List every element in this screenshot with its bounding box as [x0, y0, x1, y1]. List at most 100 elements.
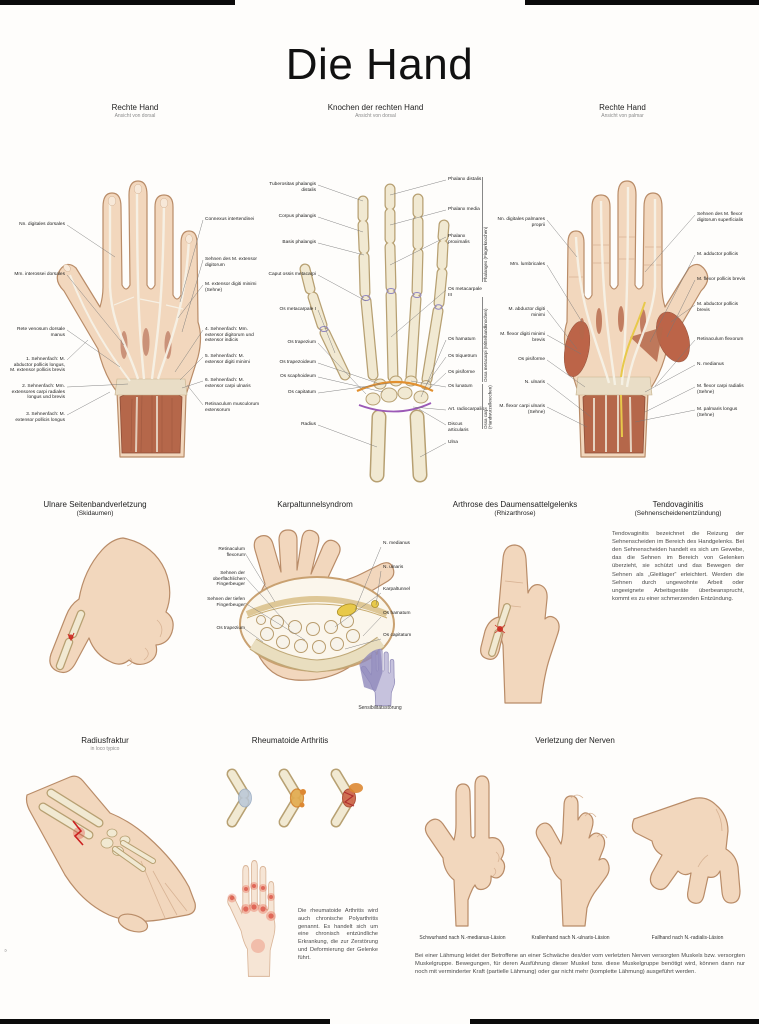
panel-palmar: Rechte Hand Ansicht von palmar: [495, 100, 750, 480]
tendovaginitis-subtitle: (Sehnenscheidenentzündung): [634, 510, 722, 518]
palmar-hand: [563, 180, 709, 458]
anatomy-label: 1. Sehnenfach: M. abductor pollicis long…: [10, 357, 65, 374]
panel-bones-subtitle: Ansicht von dorsal: [355, 113, 396, 120]
anatomy-label: Rete venosum dorsale manus: [17, 327, 65, 338]
rheumatoid-hand-illustration: [227, 859, 276, 977]
skier-thumb-illustration: [49, 537, 174, 674]
rheuma-title-text: Rheumatoide Arthritis: [251, 736, 329, 745]
anatomy-label: Os triquetrum: [448, 354, 478, 359]
bracket-phalanges: Phalanges (Fingerknochen): [483, 226, 488, 282]
anatomy-label: Os capitatum: [287, 390, 316, 395]
rhizarthrosis-illustration: [480, 544, 560, 704]
panel-bones: Knochen der rechten Hand Ansicht von dor…: [258, 100, 493, 480]
flexor-tendon-circles: [256, 614, 360, 654]
carpal-tunnel-illustration: [239, 529, 396, 706]
carpal-bones-arc: [250, 637, 385, 672]
leader-lines: [317, 179, 447, 458]
fallhand-caption: Fallhand nach N.-radialis-Läsion: [651, 935, 724, 941]
schwurhand-illustration: [424, 775, 506, 927]
radiusfraktur-subtitle: in loco typico: [90, 746, 120, 753]
forearm-muscles: [582, 387, 646, 454]
karpaltunnel-title-text: Karpaltunnelsyndrom: [277, 500, 353, 509]
bracket-line: [482, 177, 483, 282]
hand-skeleton: [305, 189, 444, 475]
sensory-hand: [359, 648, 396, 706]
anatomy-label: 2. Sehnenfach: Mm. extensores carpi radi…: [11, 384, 65, 401]
anatomy-label: Sehnen des M. extensor digitorum: [205, 257, 257, 268]
bottom-edge-right: [470, 1019, 759, 1024]
leader-lines: [546, 214, 696, 428]
anatomy-label: Retinaculum flexorum: [218, 547, 245, 558]
anatomy-label: Sehnen des M. flexor digitorum superfici…: [697, 212, 744, 223]
krallenhand-caption: Krallenhand nach N.-ulnaris-Läsion: [531, 935, 610, 941]
panel-palmar-subtitle: Ansicht von palmar: [601, 113, 644, 120]
anatomy-label: Os hamatum: [383, 611, 411, 616]
skidaumen-title-text: Ulnare Seitenbandverletzung: [43, 500, 147, 509]
anatomy-label: Os metacarpale III: [448, 287, 482, 298]
anatomy-label: Os trapezium: [216, 626, 245, 631]
leader-lines: [244, 546, 382, 650]
anatomy-label: Os trapezoideum: [279, 360, 316, 365]
anatomy-label: N. ulnaris: [524, 380, 545, 385]
forearm-muscles: [119, 387, 183, 454]
anatomy-label: Connexus intertendinei: [205, 217, 255, 222]
section-rhizarthrose-title: Arthrose des Daumensattelgelenks (Rhizar…: [440, 500, 590, 519]
radiusfraktur-title-text: Radiusfraktur: [81, 736, 129, 745]
rhizarthrose-title-text: Arthrose des Daumensattelgelenks: [452, 500, 578, 509]
lumbrical-muscles: [579, 306, 646, 340]
panel-dorsal-title-text: Rechte Hand: [111, 103, 159, 112]
anatomy-label: Mm. lumbricales: [510, 262, 545, 267]
anatomy-label: Art. radiocarpalis: [448, 407, 484, 412]
karpaltunnel-figure: Retinaculum flexorum Sehnen der oberfläc…: [205, 522, 420, 717]
flexor-retinaculum: [575, 376, 653, 396]
dorsal-hand: [56, 180, 202, 458]
anatomy-label: Os hamatum: [448, 337, 476, 342]
anatomy-label: Os pisiforme: [448, 370, 475, 375]
anatomy-label: Corpus phalangis: [278, 214, 316, 219]
anatomy-label: 6. Sehnenfach: M. extensor carpi ulnaris: [205, 378, 251, 389]
panel-palmar-title: Rechte Hand Ansicht von palmar: [495, 103, 750, 120]
anatomy-label: Discus articularis: [448, 422, 469, 433]
ulnar-nerve: [371, 600, 379, 608]
anatomy-label: Os pisiforme: [518, 357, 545, 362]
anatomy-label: Ulna: [448, 440, 458, 445]
top-edge-right: [525, 0, 759, 5]
anatomy-label: Nn. digitales dorsales: [19, 222, 65, 227]
anatomy-label: M. abductor digiti minimi: [508, 307, 545, 318]
anatomy-label: 5. Sehnenfach: M. extensor digiti minimi: [205, 354, 250, 365]
anatomy-label: N. ulnaris: [383, 565, 404, 570]
section-nerven-title: Verletzung der Nerven: [500, 736, 650, 746]
bracket-line: [482, 384, 483, 429]
median-nerve: [620, 301, 646, 438]
krallenhand-illustration: [535, 794, 610, 927]
panel-bones-title-text: Knochen der rechten Hand: [327, 103, 424, 112]
palmar-hand-illustration: [546, 180, 709, 458]
anatomy-label: 4. Sehnenfach: Mm. extensor digitorum un…: [205, 327, 254, 344]
panel-palmar-title-text: Rechte Hand: [599, 103, 646, 112]
anatomy-label: M. flexor carpi ulnaris (Sehne): [499, 404, 545, 415]
panel-bones-title: Knochen der rechten Hand Ansicht von dor…: [258, 103, 493, 120]
dorsal-hand-illustration: [56, 180, 204, 458]
anatomy-label: N. medianus: [697, 362, 724, 367]
bracket-carpals: Ossa carpi (Handwurzelknochen): [483, 385, 493, 429]
nerven-title-text: Verletzung der Nerven: [535, 736, 615, 745]
anatomy-label: Os scaphoideum: [280, 374, 316, 379]
joint-destroyed: [330, 768, 363, 828]
anatomy-label: N. medianus: [383, 541, 410, 546]
fallhand-illustration: [631, 797, 741, 904]
panel-dorsal: Rechte Hand Ansicht von dorsal: [10, 100, 260, 480]
anatomy-label: Nn. digitales palmares proprii: [497, 217, 545, 228]
nerven-text: Bei einer Lähmung leidet der Betroffene …: [415, 953, 745, 976]
skidaumen-subtitle: (Skidaumen): [76, 510, 114, 518]
joint-stages-illustration: [226, 768, 363, 828]
radius-fracture-illustration: [25, 775, 196, 933]
anatomy-label: M. flexor digiti minimi brevis: [500, 332, 545, 343]
anatomy-label: Karpaltunnel: [383, 587, 410, 592]
schwurhand-caption: Schwurhand nach N.-medianus-Läsion: [419, 935, 506, 941]
anatomy-label: Sehnen der tiefen Fingerbeuger: [207, 597, 245, 608]
anatomy-label: Tuberositas phalangis distalis: [269, 182, 316, 193]
flexor-retinaculum-band: [245, 596, 389, 617]
panel-dorsal-subtitle: Ansicht von dorsal: [114, 113, 156, 120]
anatomy-label: Phalanx proximalis: [448, 234, 470, 245]
section-tendovaginitis-title: Tendovaginitis (Sehnenscheidenentzündung…: [608, 500, 748, 519]
